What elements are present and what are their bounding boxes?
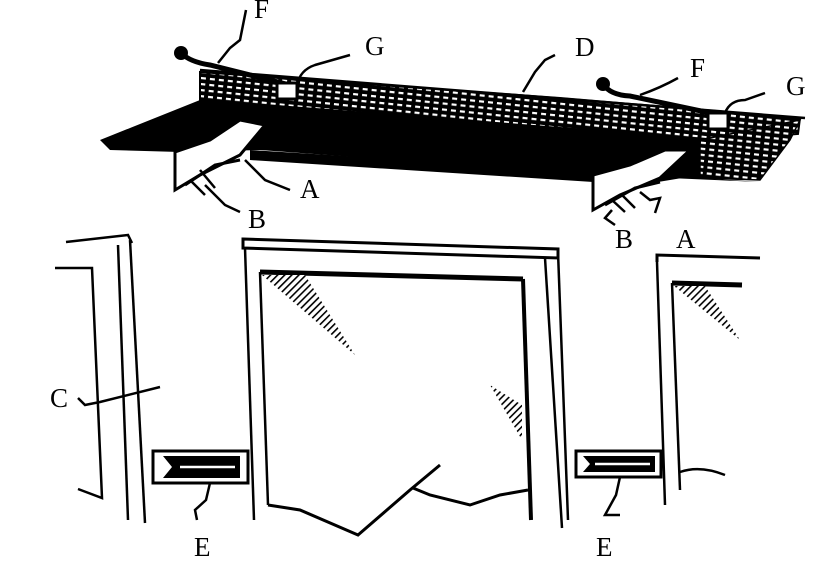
label-D: D (575, 32, 595, 62)
label-F-right: F (690, 53, 705, 83)
awning-assembly (100, 68, 806, 185)
label-A-right: A (676, 224, 696, 254)
label-A-left: A (300, 174, 320, 204)
label-G-left: G (365, 31, 385, 61)
right-pivot-fitting (706, 111, 730, 131)
leader-lines (77, 9, 766, 521)
right-handle-plate (574, 449, 663, 479)
awning-right-end (699, 118, 802, 181)
left-pivot-fitting (275, 81, 299, 101)
label-F-left: F (254, 0, 269, 24)
label-C: C (50, 383, 68, 413)
left-wall-panel (55, 233, 147, 524)
awning-lower-flap (250, 150, 700, 185)
label-E-right: E (596, 532, 613, 562)
awning-canopy-body (100, 100, 760, 182)
label-G-right: G (786, 71, 806, 101)
left-adjusting-arm (174, 46, 293, 88)
glass-glare-top-left (262, 275, 355, 355)
right-bracket (591, 148, 694, 213)
window-curtain-edge (267, 463, 529, 537)
right-adjusting-arm (596, 77, 723, 118)
glass-glare-right-panel (674, 286, 740, 340)
label-B-right: B (615, 224, 633, 254)
label-E-left: E (194, 532, 211, 562)
center-window (241, 237, 570, 537)
left-bracket (173, 118, 268, 196)
label-B-left: B (248, 204, 266, 234)
right-wall-panel (655, 253, 761, 506)
glass-glare-right (490, 385, 522, 440)
left-handle-plate (151, 449, 250, 485)
